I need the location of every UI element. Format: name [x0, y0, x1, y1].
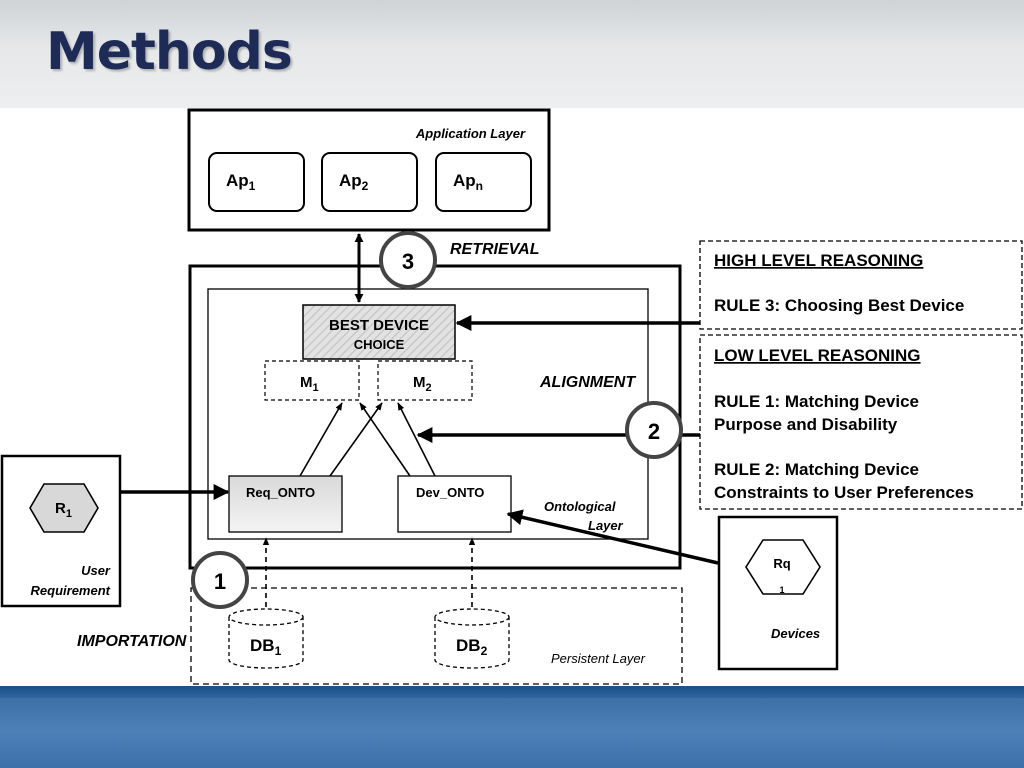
svg-text:Devices: Devices [771, 626, 820, 641]
svg-text:Dev_ONTO: Dev_ONTO [416, 485, 484, 500]
persistent-layer [190, 587, 683, 685]
devices-arrow [506, 509, 719, 565]
svg-text:Rq: Rq [773, 556, 790, 571]
best-device-choice-box: BEST DEVICE CHOICE [302, 304, 456, 360]
retrieval-label: RETRIEVAL [450, 241, 539, 258]
step-3-retrieval: 3 RETRIEVAL [379, 231, 539, 289]
alignment-arrows [299, 402, 436, 477]
app-box-n: Apn [435, 152, 532, 212]
devices-box: Rq 1 Devices [717, 515, 839, 671]
low-level-heading: LOW LEVEL REASONING [714, 346, 921, 365]
svg-text:User: User [81, 563, 111, 578]
svg-text:Ap2: Ap2 [339, 171, 369, 193]
svg-text:1: 1 [779, 585, 784, 595]
svg-text:DB1: DB1 [250, 636, 282, 658]
ontological-layer-label-line1: Ontological [544, 499, 616, 514]
app-box-2: Ap2 [321, 152, 418, 212]
mapping-box-2: M2 [377, 360, 473, 401]
title-bar [0, 0, 1024, 108]
database-2: DB2 [434, 608, 510, 669]
step-1-importation: 1 IMPORTATION [77, 551, 249, 650]
slide-title: Methods [46, 22, 293, 82]
best-device-line1: BEST DEVICE [329, 317, 429, 334]
svg-text:R1: R1 [55, 500, 72, 520]
svg-text:M1: M1 [300, 374, 319, 394]
architecture-diagram: Application Layer Ap1 Ap2 Apn Persistent… [0, 108, 1023, 685]
svg-text:DB2: DB2 [456, 636, 488, 658]
svg-text:2: 2 [648, 419, 660, 444]
database-1: DB1 [228, 608, 304, 669]
app-box-1: Ap1 [208, 152, 305, 212]
svg-text:Ap1: Ap1 [226, 171, 256, 193]
rule-2-line1: RULE 2: Matching Device [714, 460, 919, 479]
application-layer: Application Layer Ap1 Ap2 Apn [187, 108, 551, 232]
svg-text:1: 1 [214, 569, 226, 594]
high-level-heading: HIGH LEVEL REASONING [714, 251, 923, 270]
svg-text:Req_ONTO: Req_ONTO [246, 485, 315, 500]
rule-1-line2: Purpose and Disability [714, 415, 898, 434]
low-level-reasoning-box: LOW LEVEL REASONING RULE 1: Matching Dev… [699, 334, 1023, 510]
mapping-box-1: M1 [264, 360, 360, 401]
alignment-label: ALIGNMENT [539, 374, 636, 391]
svg-text:Requirement: Requirement [31, 583, 111, 598]
footer-accent-band [0, 686, 1024, 698]
dev-onto-box: Dev_ONTO [397, 475, 512, 533]
importation-arrows [262, 537, 476, 607]
best-device-line2: CHOICE [354, 337, 405, 352]
rule-1-line1: RULE 1: Matching Device [714, 392, 919, 411]
rule-3: RULE 3: Choosing Best Device [714, 296, 964, 315]
rule-2-line2: Constraints to User Preferences [714, 483, 974, 502]
svg-text:3: 3 [402, 249, 414, 274]
importation-label: IMPORTATION [77, 633, 187, 650]
footer-bar [0, 686, 1024, 768]
req-onto-box: Req_ONTO [228, 475, 343, 533]
svg-text:M2: M2 [413, 374, 432, 394]
user-requirement-box: R1 User Requirement [0, 454, 122, 608]
step-2-alignment: 2 ALIGNMENT [539, 374, 683, 459]
application-layer-label: Application Layer [415, 126, 526, 141]
svg-text:Apn: Apn [453, 171, 483, 193]
persistent-layer-label: Persistent Layer [551, 651, 646, 666]
high-level-reasoning-box: HIGH LEVEL REASONING RULE 3: Choosing Be… [699, 240, 1023, 330]
ontological-layer-label-line2: Layer [588, 518, 624, 533]
